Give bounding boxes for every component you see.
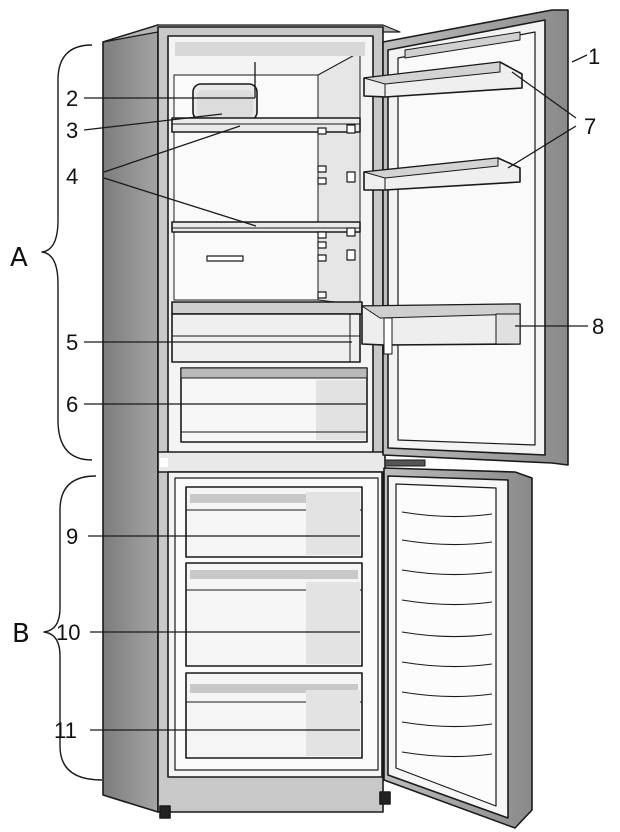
section-a-label: A <box>10 243 28 273</box>
callout-4: 4 <box>66 164 78 189</box>
callout-9: 9 <box>66 524 78 549</box>
section-b-label: B <box>12 619 30 649</box>
freezer-drawer-top <box>185 486 363 558</box>
glass-shelf-bottom <box>171 301 363 315</box>
foot-left <box>159 805 171 819</box>
callout-5: 5 <box>66 330 78 355</box>
leader-lines <box>83 54 588 731</box>
back-wall-vent <box>206 255 244 262</box>
foot-right <box>379 791 391 805</box>
compartment-divider <box>157 451 386 473</box>
brace-section-b <box>43 475 103 781</box>
door-balcony-top <box>363 61 523 98</box>
cabinet-left-side <box>102 24 159 813</box>
brace-section-a <box>41 44 93 461</box>
freezer-drawer-middle <box>185 562 363 667</box>
glass-shelf-middle <box>171 221 361 233</box>
door-hinge <box>384 459 426 467</box>
freezer-door-ribs <box>401 511 493 758</box>
fridge-light-strip <box>175 42 365 56</box>
callout-1: 1 <box>588 44 600 69</box>
callout-6: 6 <box>66 392 78 417</box>
door-bottle-balcony <box>361 303 521 355</box>
callout-8: 8 <box>592 314 604 339</box>
callout-7: 7 <box>584 114 596 139</box>
glass-shelf-top <box>171 117 361 133</box>
drawer-chiller <box>171 313 361 363</box>
callout-11: 11 <box>54 718 77 743</box>
callout-2: 2 <box>66 86 78 111</box>
freezer-drawer-bottom <box>185 672 363 759</box>
callout-3: 3 <box>66 118 78 143</box>
door-balcony-middle <box>363 157 521 191</box>
drawer-crisper <box>180 367 368 443</box>
callout-10: 10 <box>56 620 80 645</box>
shelf-supports <box>317 124 356 299</box>
